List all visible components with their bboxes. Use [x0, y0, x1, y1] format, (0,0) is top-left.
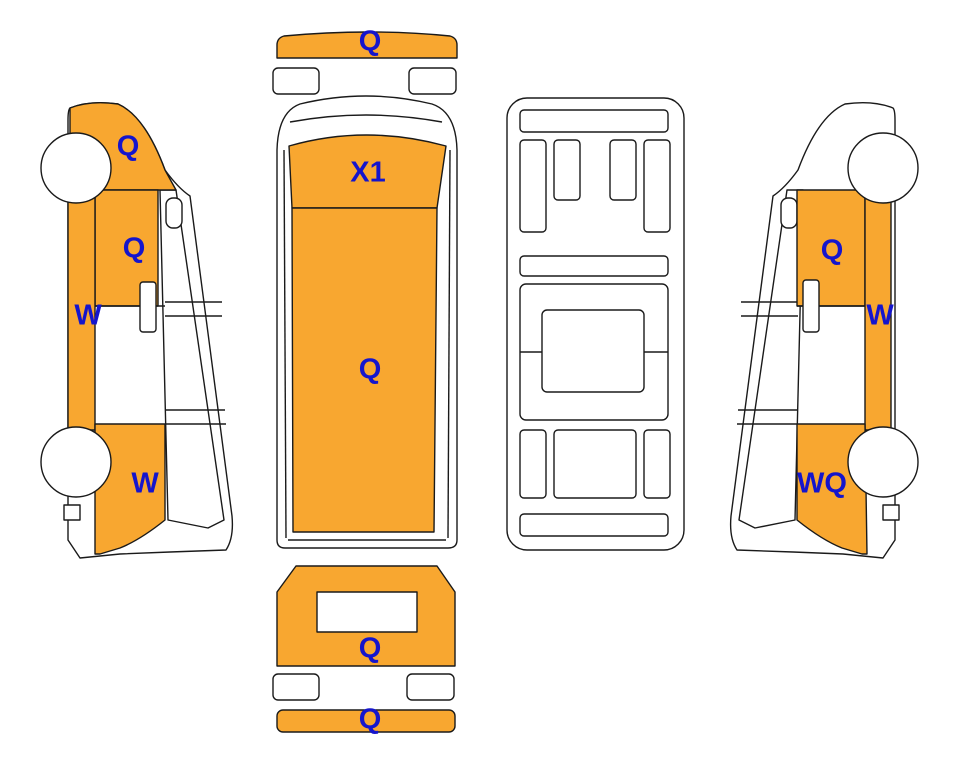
roof-main-code: Q — [359, 354, 382, 386]
rear-view — [272, 565, 456, 733]
right-door-handle — [802, 279, 820, 333]
damage-codes: Q X1 Q Q Q Q Q W W Q W WQ — [74, 26, 894, 736]
left-door-handle — [139, 281, 157, 333]
roof-main-panel[interactable] — [291, 207, 438, 533]
left-front-wheel — [40, 132, 112, 204]
under-rear-right-well — [643, 429, 671, 499]
under-rear-axle-box — [553, 429, 637, 499]
left-window-rail-1 — [165, 301, 222, 317]
right-body-side-line — [447, 149, 451, 539]
left-rear-quarter-panel[interactable] — [94, 423, 166, 555]
right-bumper-tab — [882, 504, 900, 521]
under-front-crossmember — [519, 109, 669, 133]
left-body-side-line — [283, 149, 287, 539]
left-front-door-code: Q — [123, 233, 146, 265]
rear-door-code: Q — [359, 633, 382, 665]
front-bumper-panel[interactable] — [276, 31, 458, 59]
right-side-view — [729, 101, 919, 559]
left-rear-quarter-code: W — [131, 468, 159, 500]
left-rear-wheel — [40, 426, 112, 498]
left-side-view — [40, 101, 234, 559]
rear-right-taillight — [406, 673, 455, 701]
windshield-outline — [289, 114, 443, 123]
under-engine-left — [553, 139, 581, 201]
right-rocker-code: W — [866, 300, 894, 332]
front-bumper-code: Q — [359, 26, 382, 58]
front-view — [272, 31, 458, 95]
under-tank — [541, 309, 645, 393]
right-front-door-code: Q — [821, 235, 844, 267]
rear-window — [316, 591, 418, 633]
right-window-rail-2 — [737, 409, 798, 425]
under-mid-crossmember — [519, 255, 669, 277]
under-engine-right — [609, 139, 637, 201]
under-rear-crossmember — [519, 513, 669, 537]
left-mirror — [165, 197, 183, 229]
left-window-rail-2 — [165, 409, 226, 425]
rear-bumper-code: Q — [359, 704, 382, 736]
front-right-headlight — [408, 67, 457, 95]
left-front-fender-code: Q — [117, 131, 140, 163]
right-mirror — [780, 197, 798, 229]
left-bumper-tab — [63, 504, 81, 521]
under-front-right-well — [643, 139, 671, 233]
front-left-headlight — [272, 67, 320, 95]
under-rear-left-well — [519, 429, 547, 499]
left-rocker-code: W — [74, 300, 102, 332]
right-rear-quarter-code: WQ — [797, 468, 847, 500]
rear-left-taillight — [272, 673, 320, 701]
rear-bumper-panel[interactable] — [276, 709, 456, 733]
under-front-left-well — [519, 139, 547, 233]
underside-view — [506, 97, 685, 551]
right-window-rail-1 — [741, 301, 798, 317]
roof-front-code: X1 — [350, 157, 385, 189]
right-front-wheel — [847, 132, 919, 204]
right-rear-wheel — [847, 426, 919, 498]
roof-front-panel[interactable] — [288, 134, 447, 209]
top-view — [276, 95, 458, 549]
